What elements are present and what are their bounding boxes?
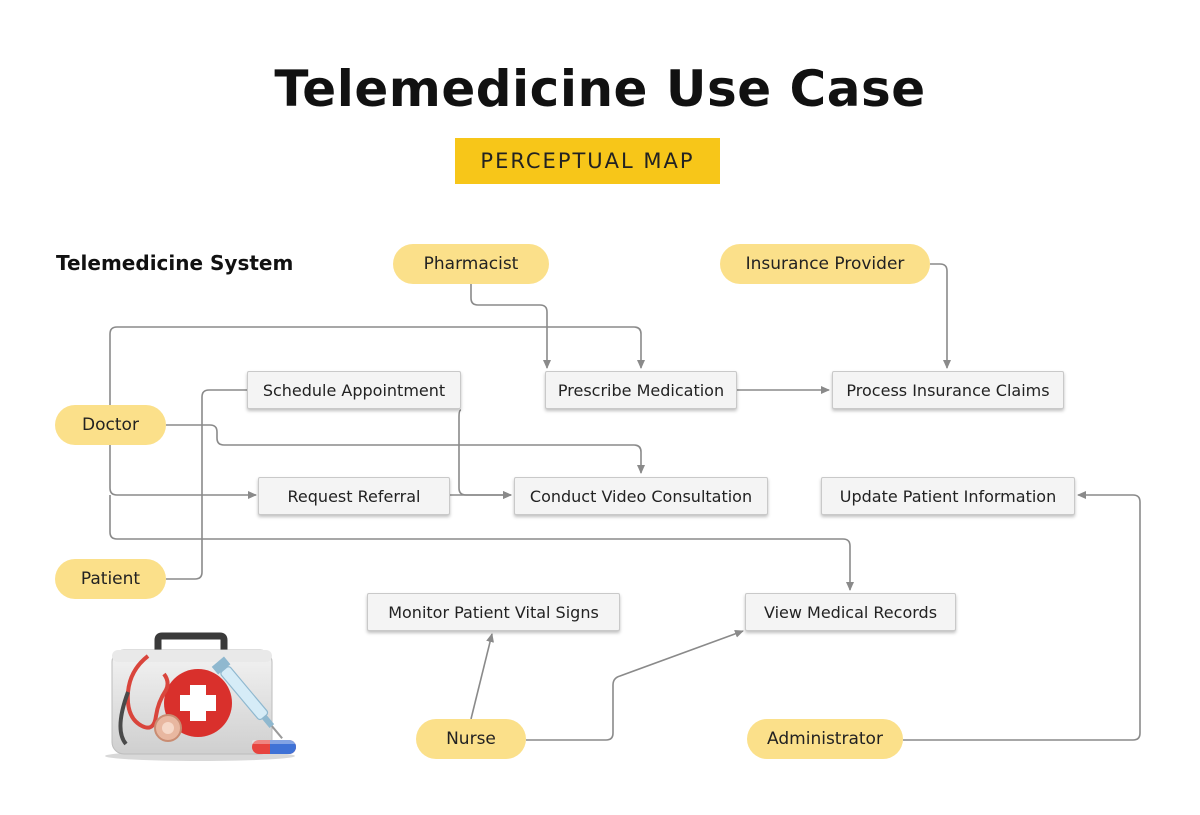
actor-nurse: Nurse bbox=[416, 719, 526, 759]
edge-doctor-records bbox=[109, 495, 854, 591]
subtitle-badge: PERCEPTUAL MAP bbox=[455, 138, 720, 184]
edge-doctor-video bbox=[166, 424, 645, 474]
edge-doctor-referral bbox=[109, 445, 257, 499]
actor-insurance-provider: Insurance Provider bbox=[720, 244, 930, 284]
usecase-update-patient-information: Update Patient Information bbox=[821, 477, 1075, 515]
actor-pharmacist: Pharmacist bbox=[393, 244, 549, 284]
system-label: Telemedicine System bbox=[56, 251, 294, 275]
usecase-prescribe-medication: Prescribe Medication bbox=[545, 371, 737, 409]
edge-patient-schedule bbox=[166, 389, 247, 580]
usecase-schedule-appointment: Schedule Appointment bbox=[247, 371, 461, 409]
usecase-conduct-video-consultation: Conduct Video Consultation bbox=[514, 477, 768, 515]
usecase-process-insurance-claims: Process Insurance Claims bbox=[832, 371, 1064, 409]
edge-admin-update bbox=[903, 491, 1141, 741]
actor-doctor: Doctor bbox=[55, 405, 166, 445]
edge-schedule-video bbox=[458, 409, 512, 499]
edge-nurse-records bbox=[526, 629, 744, 741]
actor-patient: Patient bbox=[55, 559, 166, 599]
usecase-monitor-patient-vital-signs: Monitor Patient Vital Signs bbox=[367, 593, 620, 631]
actor-administrator: Administrator bbox=[747, 719, 903, 759]
page-title: Telemedicine Use Case bbox=[274, 60, 926, 118]
edge-insurance-claims bbox=[930, 263, 951, 369]
edge-doctor-prescribe bbox=[109, 326, 645, 405]
edge-pharmacist-prescribe bbox=[470, 284, 551, 369]
usecase-request-referral: Request Referral bbox=[258, 477, 450, 515]
usecase-view-medical-records: View Medical Records bbox=[745, 593, 956, 631]
medical-kit-icon bbox=[105, 632, 296, 761]
edge-nurse-monitor bbox=[470, 633, 494, 720]
